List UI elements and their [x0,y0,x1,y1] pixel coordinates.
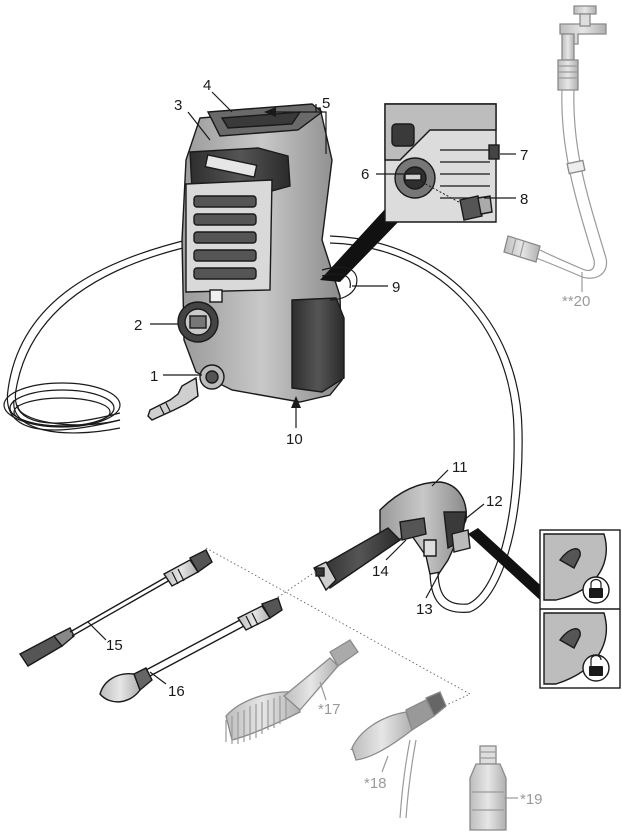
brand-plate [204,154,258,178]
wash-brush-17 [225,639,359,744]
indicator-badge [209,289,223,303]
high-pressure-outlet [199,364,225,390]
padlock-open-icon [582,654,610,682]
label-3: 3 [174,97,182,114]
front-grille-slots [193,195,257,280]
trigger-gun [313,481,550,600]
brush-bristles [225,694,287,744]
pressure-washer-unit [147,103,345,421]
inlet-filter [488,144,500,160]
label-11: 11 [452,459,468,476]
on-off-switch [177,301,219,343]
foam-nozzle-18 [351,691,447,819]
label-14: 14 [372,563,389,580]
high-pressure-hose [3,235,523,613]
label-12: 12 [486,493,503,510]
padlock-closed-icon [582,576,610,604]
label-8: 8 [520,191,528,208]
trigger-lock-inset [539,529,621,689]
label-13: 13 [416,601,433,618]
label-6: 6 [361,166,369,183]
spray-lance-15 [18,549,213,667]
label-2: 2 [134,317,142,334]
water-inlet-coupling [459,195,493,221]
label-16: 16 [168,683,185,700]
water-tap-and-hose [503,5,608,279]
inlet-detail-inset [320,103,500,282]
label-10: 10 [286,431,303,448]
leader-lines [87,91,583,799]
label-17: *17 [318,701,341,718]
label-7: 7 [520,147,528,164]
accessory-connection-lines [205,547,471,751]
label-15: 15 [106,637,123,654]
label-4: 4 [203,77,211,94]
label-1: 1 [150,368,158,385]
hose-connector [147,376,199,421]
part-number-labels: 1 2 3 4 5 6 7 8 9 10 11 12 13 14 15 16 *… [106,77,590,808]
label-5: 5 [322,95,330,112]
label-9: 9 [392,279,400,296]
label-20: **20 [562,293,590,310]
label-19: *19 [520,791,543,808]
detergent-bottle-19 [469,745,507,831]
label-18: *18 [364,775,387,792]
spray-lance-16 [99,597,283,703]
